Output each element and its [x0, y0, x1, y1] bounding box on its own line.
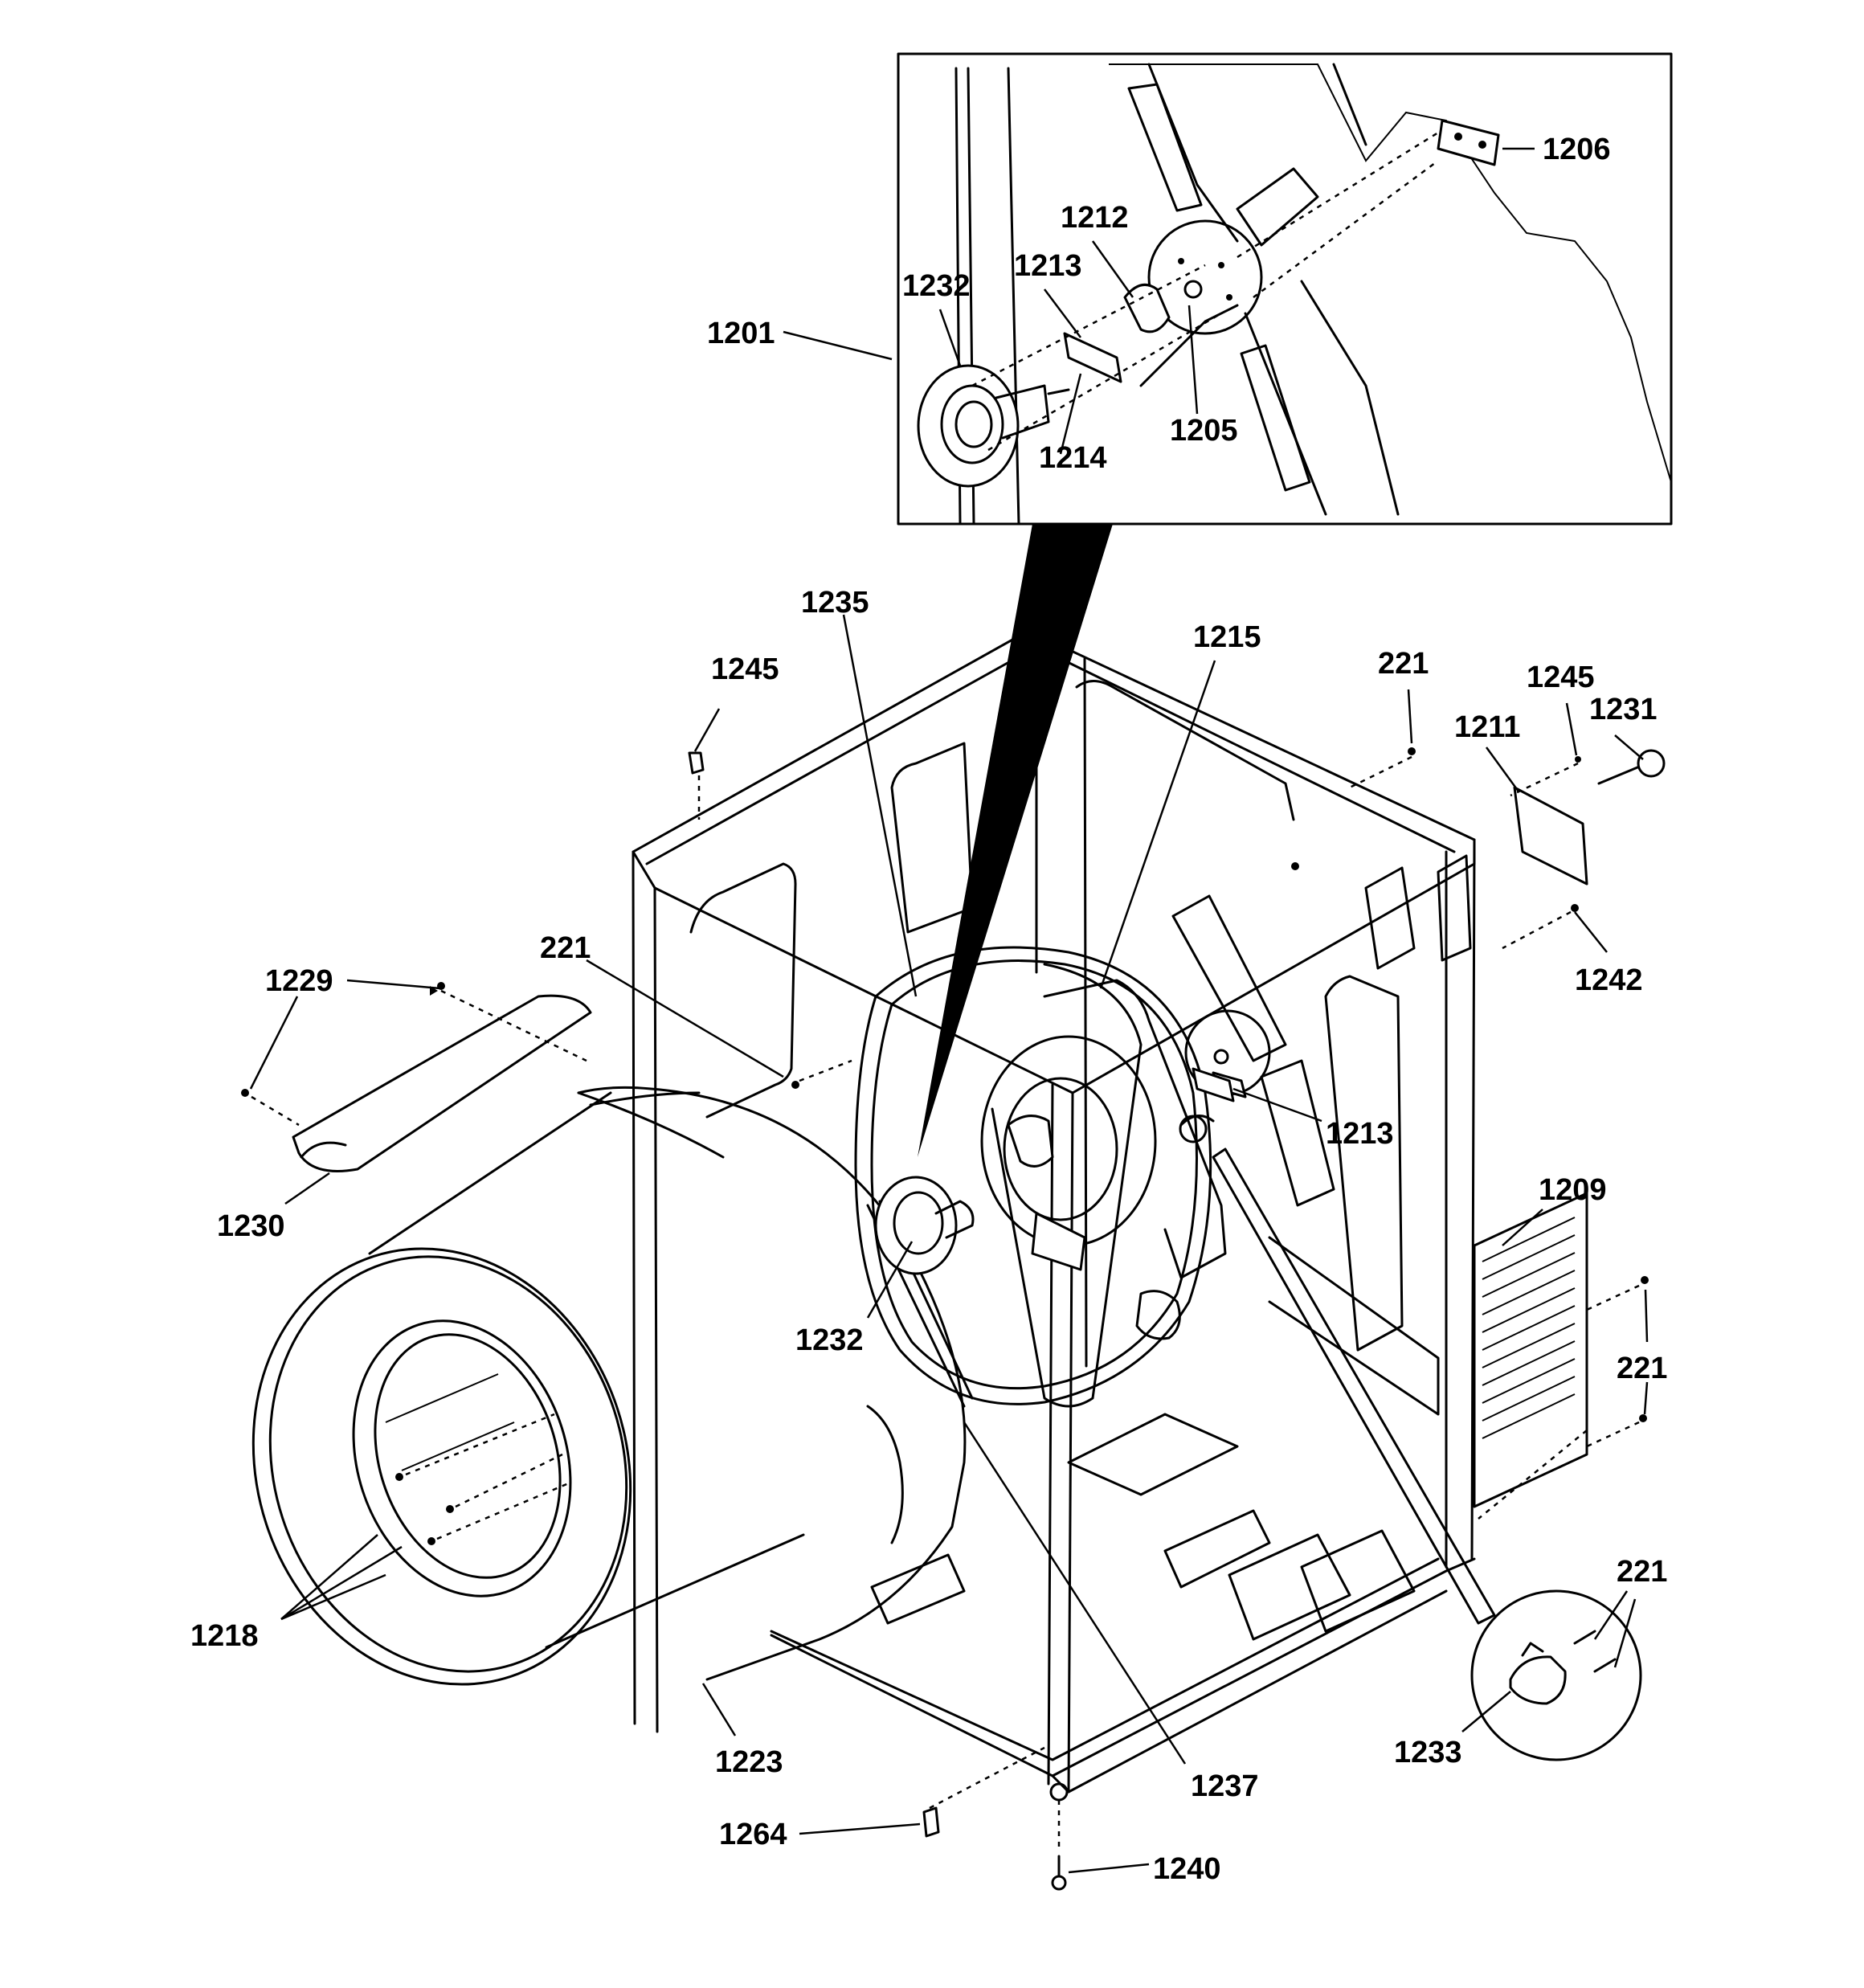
- clip-1213: [1063, 332, 1122, 383]
- label-1237: 1237: [1191, 1769, 1259, 1803]
- label-1229: 1229: [265, 964, 333, 998]
- assembly-lines: [251, 755, 1640, 1852]
- knob-1231: [1637, 749, 1666, 778]
- grille-slats: [1482, 1217, 1576, 1439]
- label-1212: 1212: [1061, 201, 1129, 235]
- clip-1213-main: [1192, 1067, 1235, 1102]
- thermostat-inset-1233: [1470, 1589, 1642, 1761]
- label-1264: 1264: [719, 1818, 787, 1851]
- label-1232-main: 1232: [795, 1323, 864, 1357]
- bearing-1232-main: [874, 1176, 975, 1275]
- label-1209: 1209: [1539, 1173, 1607, 1207]
- label-1218: 1218: [190, 1619, 259, 1653]
- vent-grille-1209: [1473, 1192, 1588, 1508]
- detail-callout-wedge: [918, 524, 1113, 1157]
- label-1205: 1205: [1170, 414, 1238, 448]
- label-1233: 1233: [1394, 1736, 1462, 1769]
- drum-1223: [251, 1086, 967, 1686]
- inset-frame: [897, 52, 1673, 526]
- part-labels: 1201 1206 1212 1213 1232 1214 1205 1235 …: [190, 133, 1667, 1886]
- label-1215: 1215: [1193, 620, 1261, 654]
- label-1235: 1235: [801, 586, 869, 620]
- lint-duct-1230: [292, 994, 592, 1172]
- label-1232-inset: 1232: [902, 269, 971, 303]
- nut-1245-left: [688, 751, 705, 775]
- bracket-1212: [1123, 283, 1171, 333]
- rod-1215: [1212, 1147, 1496, 1625]
- label-221-left: 221: [540, 931, 591, 965]
- label-1223: 1223: [715, 1745, 783, 1779]
- label-1214: 1214: [1039, 441, 1107, 475]
- dryer-cabinet: [632, 629, 1588, 1794]
- clip-1264: [922, 1806, 940, 1838]
- plate-1206: [1437, 119, 1500, 166]
- label-1213-main: 1213: [1326, 1117, 1394, 1151]
- screws: [241, 747, 1649, 1545]
- label-221-top: 221: [1378, 647, 1429, 681]
- label-1201: 1201: [707, 317, 775, 350]
- drive-belt-1237: [991, 963, 1143, 1408]
- label-1245-right: 1245: [1527, 661, 1595, 694]
- label-221-right: 221: [1617, 1352, 1667, 1385]
- cover-plate-1211: [1513, 786, 1588, 886]
- leveling-foot-1240: [1049, 1782, 1069, 1891]
- label-1242: 1242: [1575, 963, 1643, 997]
- label-1213-inset: 1213: [1014, 249, 1082, 283]
- label-1211: 1211: [1454, 710, 1520, 744]
- leader-lines: [249, 147, 1649, 1874]
- label-1245-left: 1245: [711, 652, 779, 686]
- label-221-bottom: 221: [1617, 1555, 1667, 1589]
- label-1231: 1231: [1589, 693, 1658, 726]
- label-1240: 1240: [1153, 1852, 1221, 1886]
- label-1230: 1230: [217, 1209, 285, 1243]
- front-bulkhead: [854, 946, 1212, 1405]
- inset-detail: [897, 52, 1673, 526]
- label-1206: 1206: [1543, 133, 1611, 166]
